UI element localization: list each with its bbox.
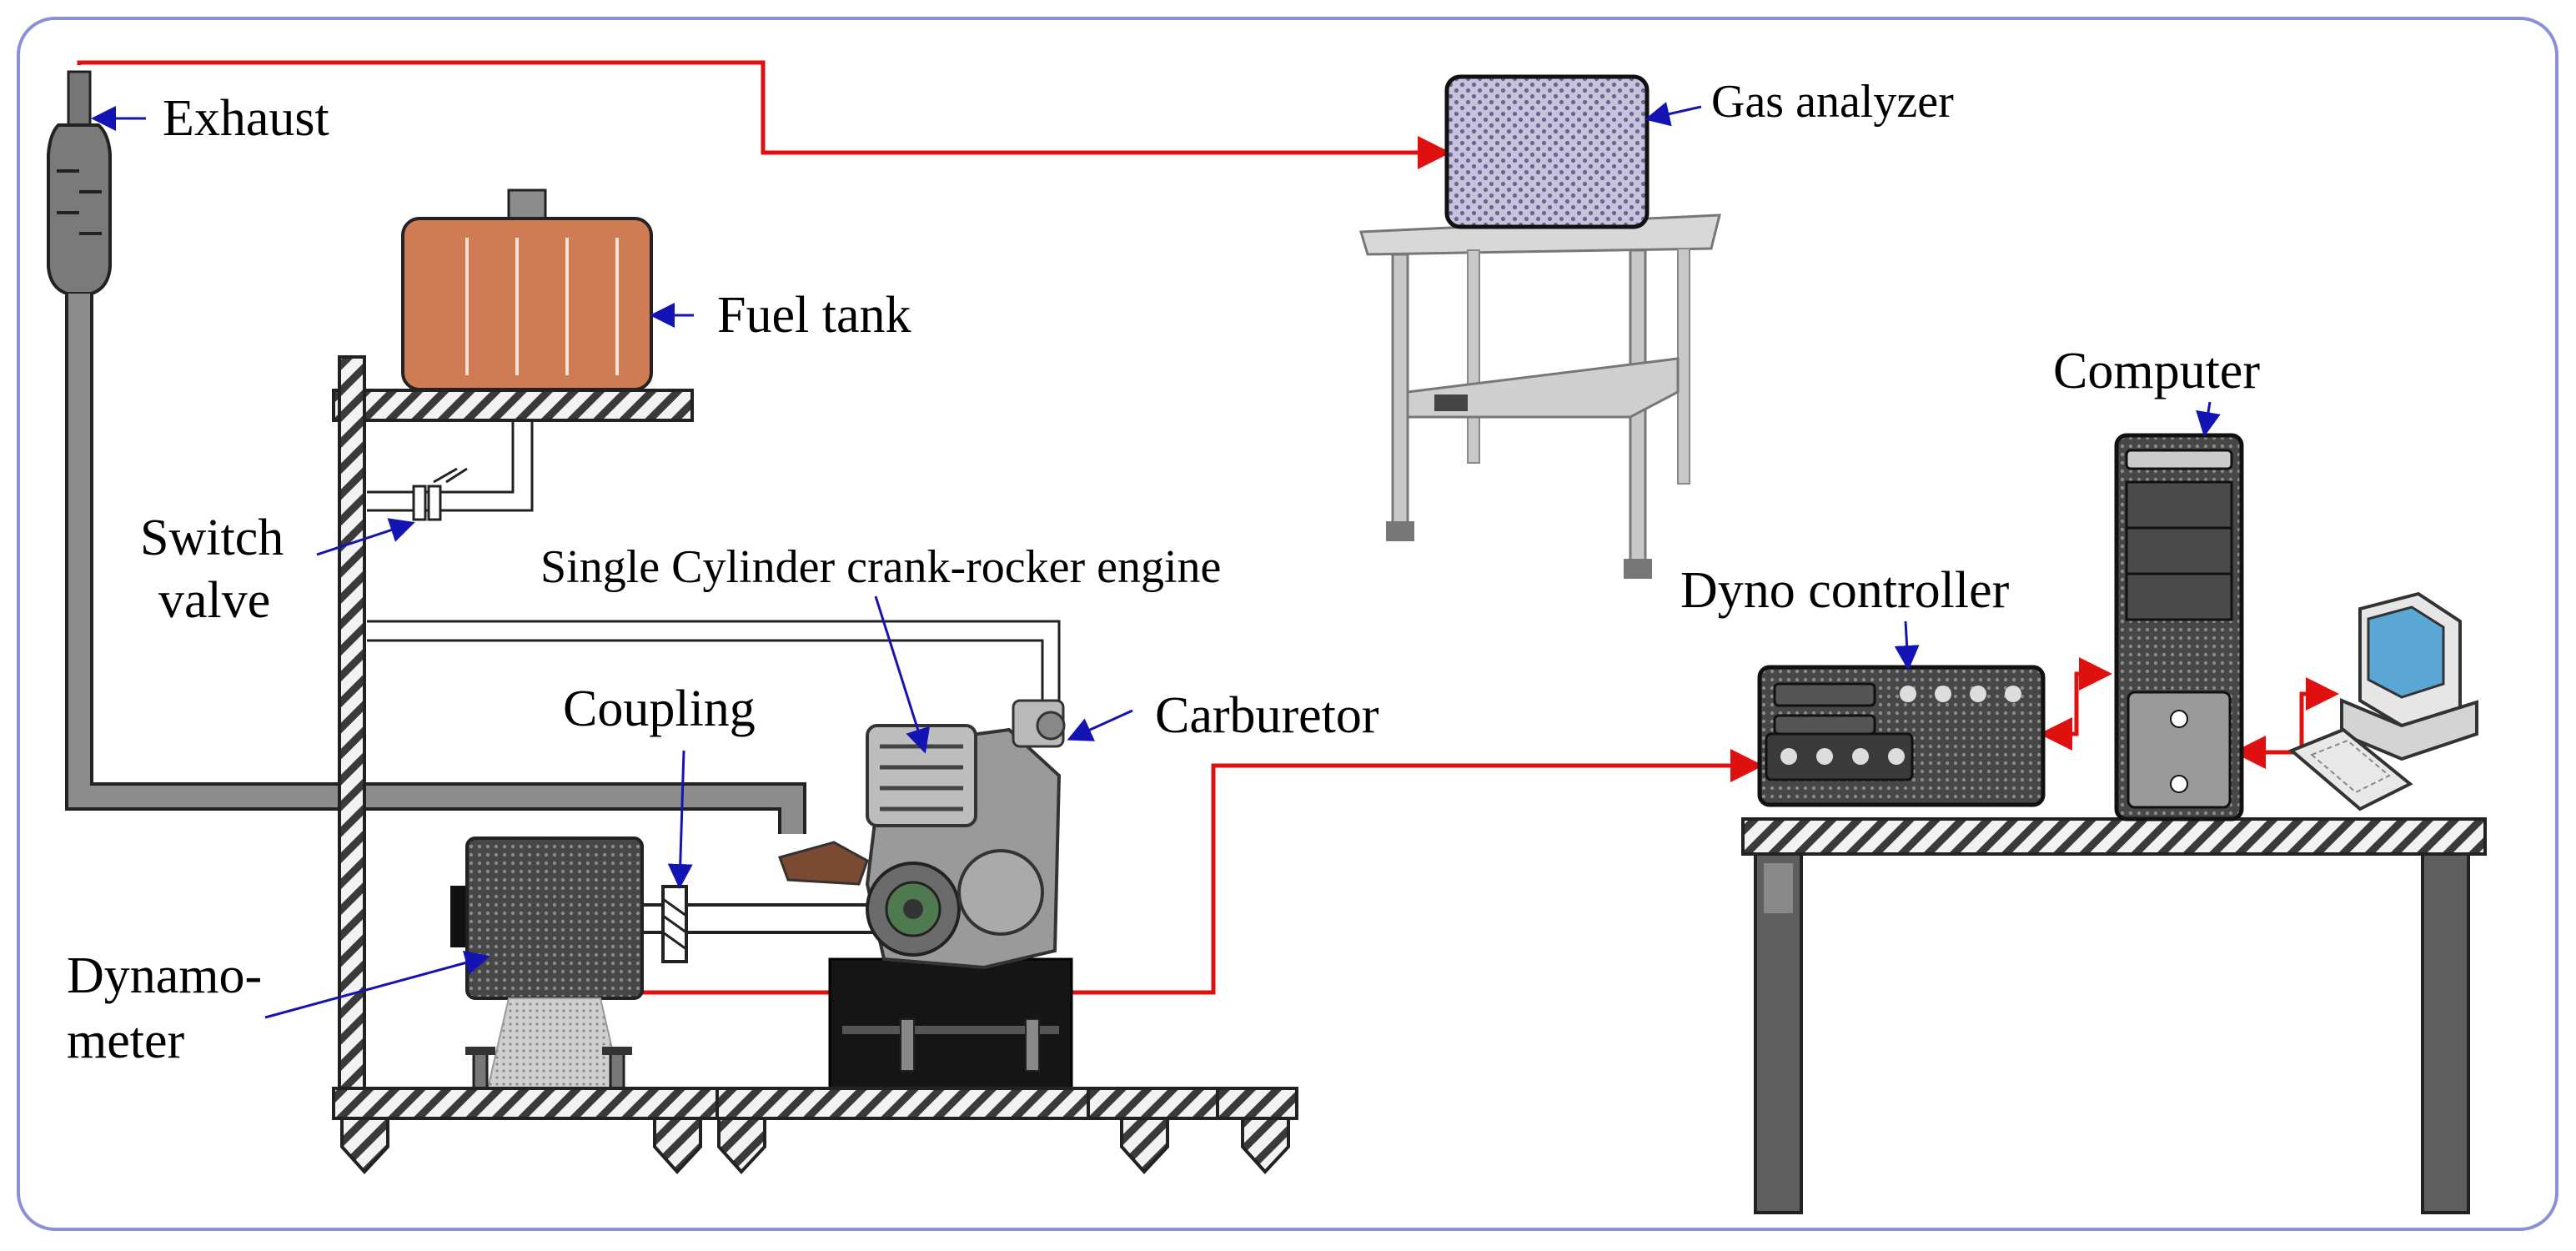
dyno-controller-label: Dyno controller	[1680, 562, 2010, 619]
computer-to-monitor-line	[2232, 677, 2339, 769]
computer-label: Computer	[2053, 343, 2260, 399]
switch-valve-label-line2: valve	[158, 572, 270, 629]
engine-pointer	[874, 595, 931, 754]
computer-tower	[2114, 433, 2244, 821]
coupling-pointer	[667, 750, 693, 889]
dynamometer-pointer	[264, 950, 490, 1019]
computer-monitor	[2340, 591, 2478, 761]
keyboard	[2288, 727, 2413, 811]
carburetor-pointer	[1067, 709, 1133, 741]
carburetor-label: Carburetor	[1155, 687, 1379, 744]
gas-analyzer-stand	[1359, 214, 1721, 579]
controller-to-computer-line	[2039, 657, 2112, 751]
coupling	[661, 885, 688, 963]
dyno-controller	[1757, 665, 2046, 807]
exhaust-label: Exhaust	[163, 90, 329, 147]
stand-post	[338, 355, 366, 1093]
coupling-label: Coupling	[563, 681, 756, 737]
switch-valve	[412, 467, 468, 521]
computer-pointer	[2196, 401, 2221, 437]
exhaust-to-gas-analyzer-line	[77, 60, 1451, 169]
fuel-tank-shelf	[332, 389, 694, 422]
base-platform	[332, 1087, 1298, 1174]
engine-label: Single Cylinder crank-rocker engine	[540, 541, 1221, 593]
exhaust-muffler	[47, 70, 112, 295]
diagram-frame	[17, 17, 2558, 1231]
dynamometer-label-line1: Dynamo-	[67, 947, 262, 1004]
fuel-tank-label: Fuel tank	[717, 287, 911, 344]
gas-analyzer-pointer	[1645, 102, 1702, 127]
switch-valve-pointer	[316, 518, 415, 556]
gas-analyzer	[1444, 74, 1650, 229]
fuel-line	[367, 421, 1061, 721]
switch-valve-label-line1: Switch	[140, 510, 284, 566]
dyno-controller-pointer	[1894, 620, 1920, 671]
dynamometer	[450, 837, 644, 1091]
crank-rocker-engine	[778, 699, 1073, 1090]
dynamometer-label-line2: meter	[67, 1012, 184, 1069]
fuel-tank	[401, 188, 653, 391]
desk	[1741, 817, 2487, 1214]
gas-analyzer-label: Gas analyzer	[1711, 76, 1954, 128]
